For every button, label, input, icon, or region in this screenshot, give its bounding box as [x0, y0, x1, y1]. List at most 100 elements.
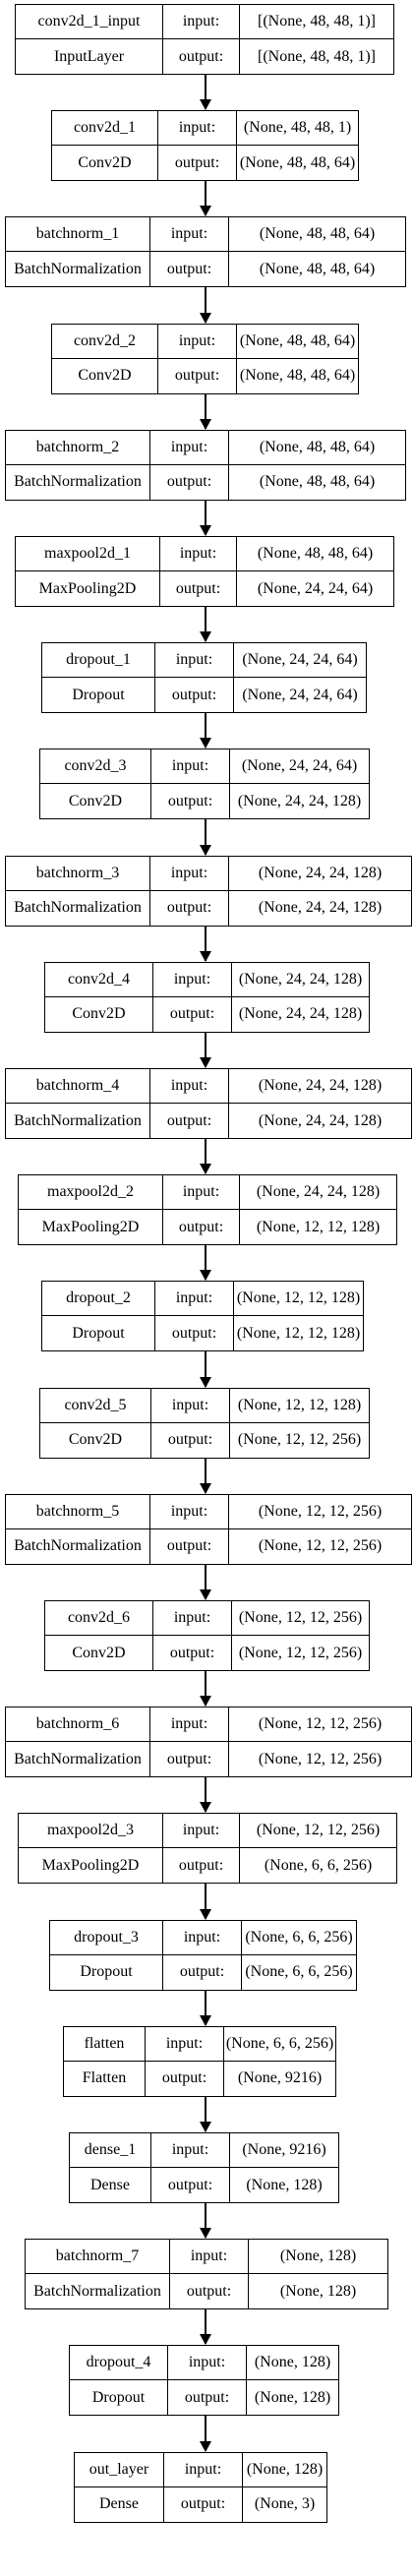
layer-name: batchnorm_6 [6, 1707, 150, 1743]
output-shape: (None, 24, 24, 64) [257, 579, 374, 597]
layer-type: InputLayer [16, 39, 163, 74]
output-shape: (None, 12, 12, 256) [237, 1431, 362, 1449]
output-label: output: [151, 2168, 230, 2202]
output-shape: (None, 12, 12, 128) [236, 1324, 361, 1342]
input-shape: (None, 12, 12, 256) [229, 1707, 411, 1743]
input-shape: (None, 24, 24, 128) [232, 963, 369, 997]
output-label: output: [150, 890, 229, 926]
output-shape: (None, 48, 48, 64) [239, 153, 356, 171]
input-shape: (None, 48, 48, 64) [229, 217, 405, 253]
connector-arrow [200, 1990, 211, 2026]
input-label: input: [146, 2026, 224, 2062]
output-shape: (None, 48, 48, 64) [259, 473, 376, 491]
output-shape: (None, 12, 12, 256) [238, 1644, 363, 1661]
input-label: input: [170, 2240, 249, 2275]
input-shape: (None, 128) [249, 2240, 387, 2275]
input-shape: (None, 48, 48, 64) [237, 325, 358, 359]
connector-arrow [200, 75, 211, 111]
input-shape: (None, 12, 12, 128) [234, 1282, 363, 1317]
input-label: input: [155, 643, 234, 679]
output-shape: (None, 24, 24, 128) [258, 899, 383, 917]
connector-arrow [200, 926, 211, 962]
output-label: output: [151, 784, 230, 819]
output-label: output: [163, 1848, 240, 1884]
output-label: output: [163, 39, 240, 74]
output-label: output: [150, 1528, 229, 1564]
input-shape: (None, 24, 24, 64) [230, 749, 369, 785]
layer-type: Dropout [70, 2380, 168, 2416]
layer-name: out_layer [75, 2452, 164, 2487]
layer-type: BatchNormalization [6, 890, 150, 926]
layer-type: BatchNormalization [6, 1528, 150, 1564]
output-shape: (None, 3) [254, 2495, 316, 2513]
connector-arrow [200, 1884, 211, 1920]
input-shape: (None, 24, 24, 128) [240, 1175, 396, 1211]
connector-arrow [200, 500, 211, 537]
output-shape: (None, 9216) [237, 2069, 323, 2087]
output-label: output: [155, 1316, 234, 1351]
input-shape: (None, 9216) [230, 2133, 338, 2168]
output-label: output: [150, 252, 229, 287]
output-shape: (None, 12, 12, 256) [258, 1750, 383, 1767]
layer-name: batchnorm_2 [6, 430, 150, 465]
layer-name: conv2d_1 [52, 111, 158, 147]
input-label: input: [150, 1069, 229, 1104]
layer-type: Dense [75, 2486, 164, 2522]
layer-type: BatchNormalization [6, 1742, 150, 1777]
output-label: output: [150, 1742, 229, 1777]
connector-arrow [200, 607, 211, 643]
layer-name: dropout_3 [50, 1920, 163, 1955]
layer-name: dense_1 [70, 2133, 151, 2168]
layer-name: dropout_4 [70, 2346, 168, 2381]
layer-name: batchnorm_7 [26, 2240, 170, 2275]
output-shape: [(None, 48, 48, 1)] [258, 47, 376, 65]
layer-type: MaxPooling2D [19, 1848, 163, 1884]
output-shape: (None, 24, 24, 128) [238, 1005, 363, 1023]
layer-name: maxpool2d_1 [16, 537, 160, 571]
output-label: output: [155, 678, 234, 713]
input-label: input: [150, 1494, 229, 1529]
layer-type: MaxPooling2D [19, 1210, 163, 1245]
layer-type: Conv2D [40, 1422, 151, 1458]
output-label: output: [168, 2380, 247, 2416]
input-shape: (None, 12, 12, 128) [230, 1389, 369, 1423]
input-label: input: [150, 1707, 229, 1743]
layer-type: Conv2D [45, 1636, 153, 1670]
layer-type: BatchNormalization [6, 1104, 150, 1138]
input-shape: (None, 12, 12, 256) [229, 1495, 411, 1529]
output-label: output: [163, 1954, 242, 1990]
input-label: input: [151, 1388, 230, 1423]
output-shape: (None, 24, 24, 64) [242, 686, 358, 703]
layer-type: Dropout [42, 1316, 155, 1351]
layer-type: Conv2D [52, 358, 158, 393]
connector-arrow [200, 1671, 211, 1707]
input-shape: (None, 24, 24, 128) [229, 857, 411, 891]
connector-arrow [200, 2096, 211, 2133]
layer-name: conv2d_3 [40, 749, 151, 785]
output-label: output: [146, 2061, 224, 2096]
layer-name: dropout_1 [42, 643, 155, 679]
input-label: input: [150, 430, 229, 465]
input-label: input: [163, 1814, 240, 1849]
layer-name: batchnorm_3 [6, 856, 150, 891]
layer-type: Conv2D [40, 784, 151, 819]
layer-name: maxpool2d_2 [19, 1175, 163, 1211]
input-shape: (None, 128) [243, 2453, 326, 2487]
input-shape: (None, 6, 6, 256) [242, 1921, 356, 1955]
output-shape: (None, 48, 48, 64) [259, 260, 376, 277]
layer-name: batchnorm_4 [6, 1069, 150, 1104]
